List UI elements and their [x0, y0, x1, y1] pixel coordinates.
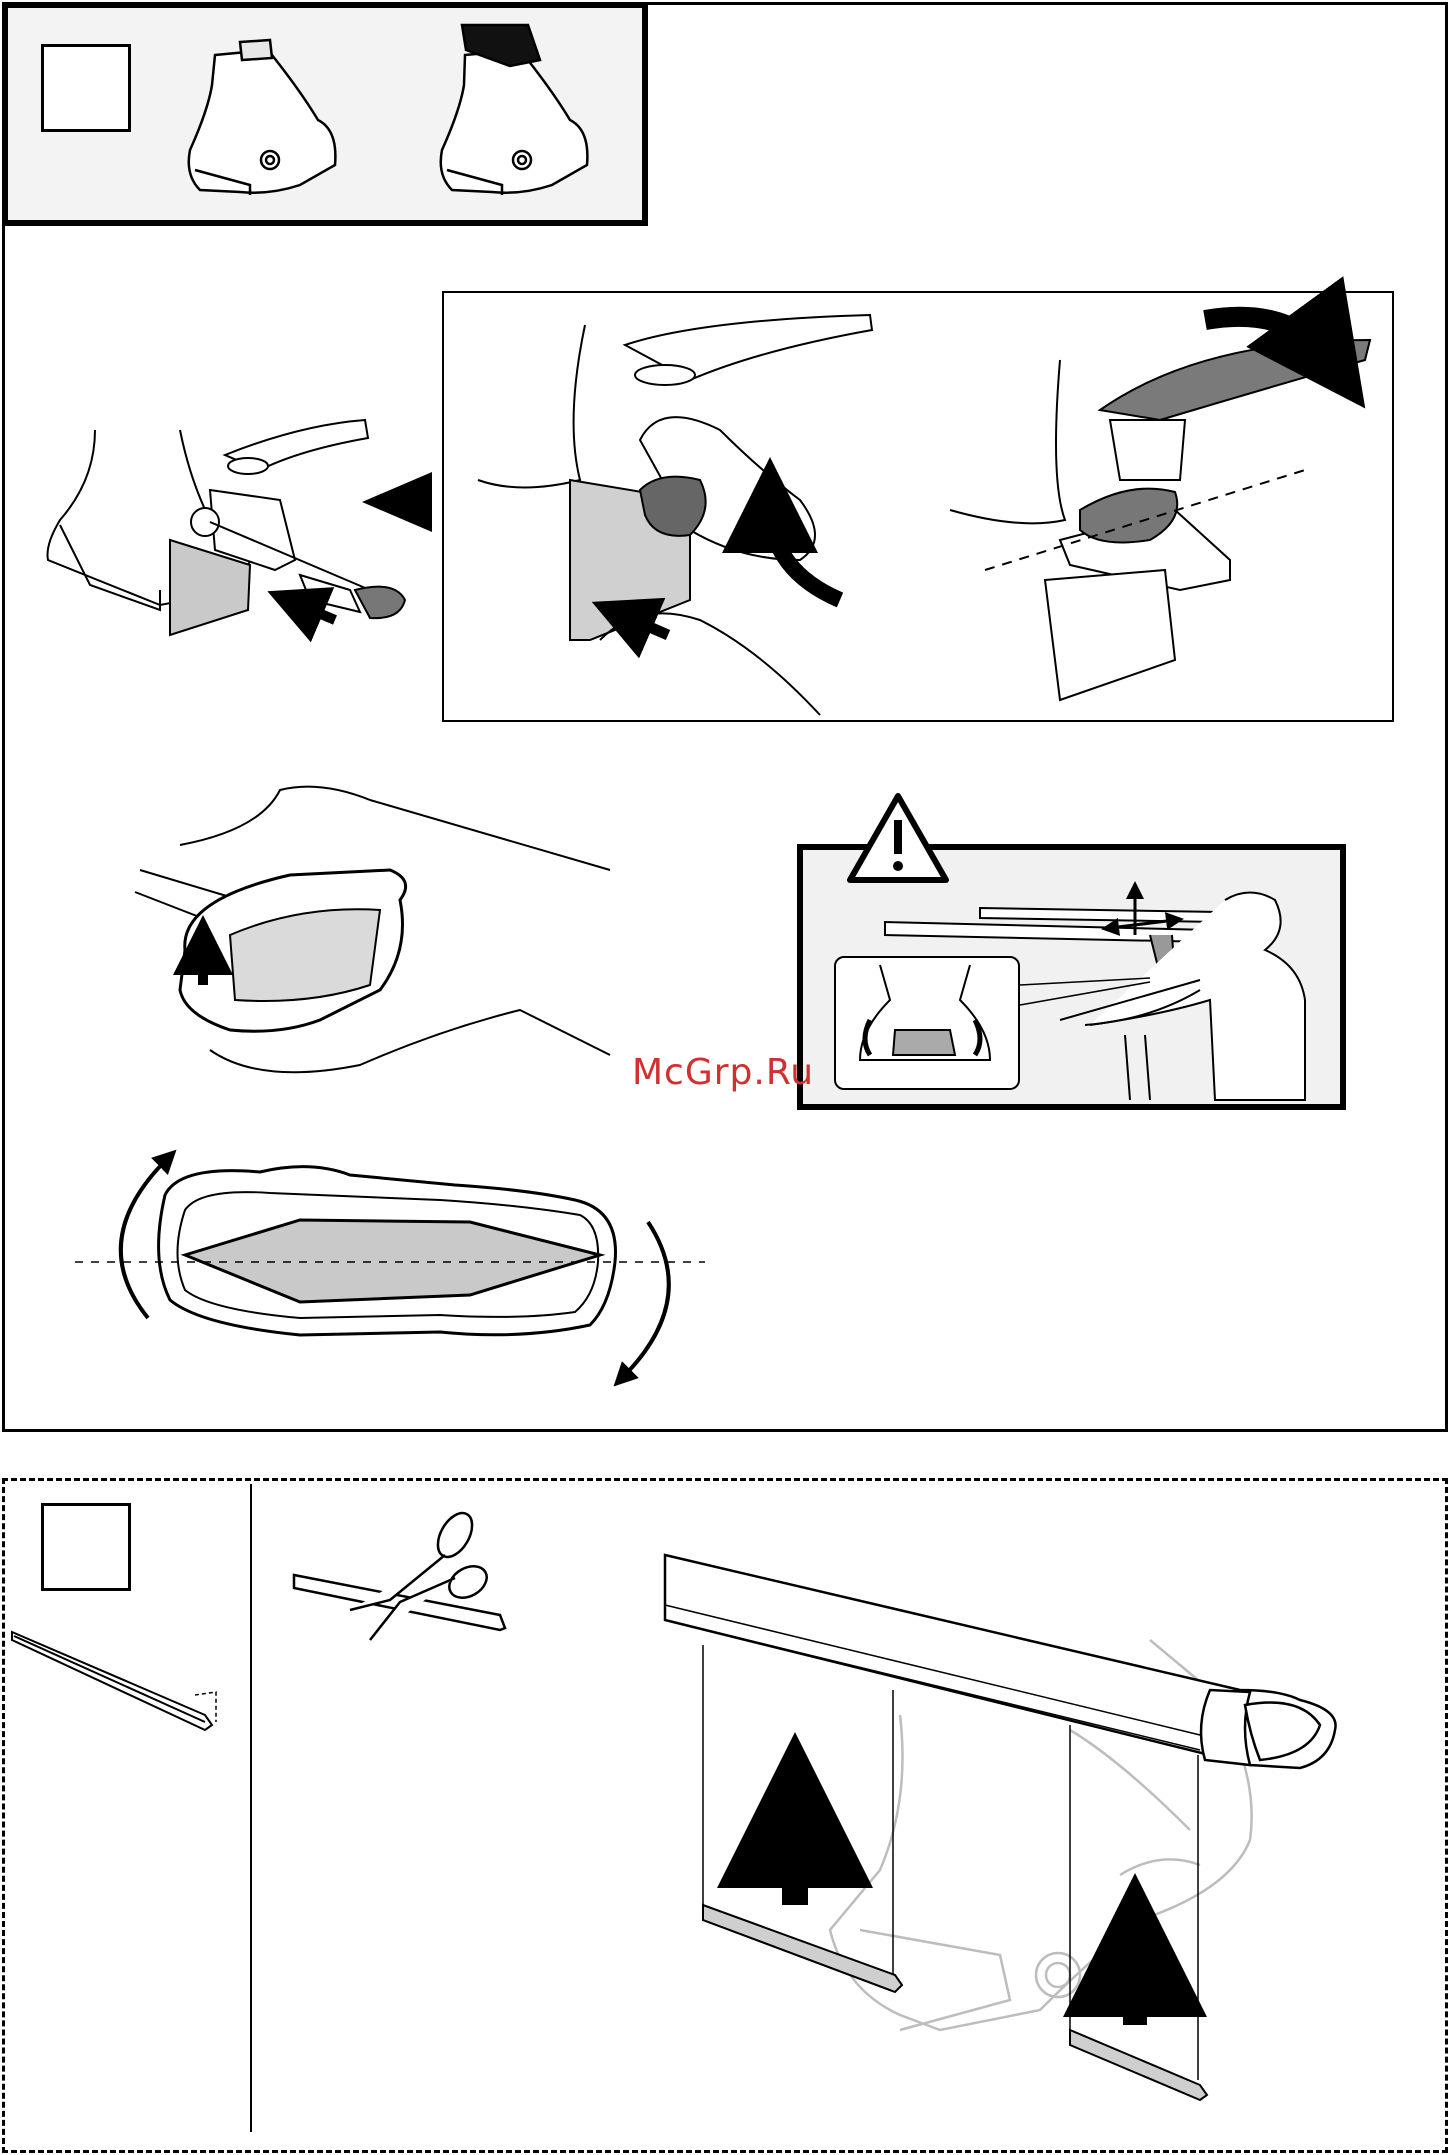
scissors-icon: [294, 1507, 505, 1640]
foot-variant-2: [441, 25, 588, 195]
foot-variant-1: [189, 40, 336, 195]
inset-turn-key: [478, 315, 872, 715]
rotate-arrow-right: [622, 1222, 669, 1378]
roof-bar: [665, 1555, 1336, 1768]
pointer-triangle-icon: [362, 472, 432, 532]
strip-right: [1070, 2030, 1207, 2100]
inset-rotate-cap: [950, 340, 1370, 700]
warning-triangle-icon: [850, 796, 946, 880]
warning-zoom-detail: [860, 965, 990, 1060]
watermark: McGrp.Ru: [632, 1052, 814, 1093]
bar-cross-section: [75, 1167, 705, 1335]
strip-left: [703, 1905, 902, 1992]
foot-with-key: [48, 420, 406, 635]
warning-scene: [885, 893, 1305, 1101]
warning-callout-line: [1020, 978, 1150, 985]
rubber-strip: [12, 1632, 216, 1730]
hand-bar-end: [135, 787, 610, 1073]
